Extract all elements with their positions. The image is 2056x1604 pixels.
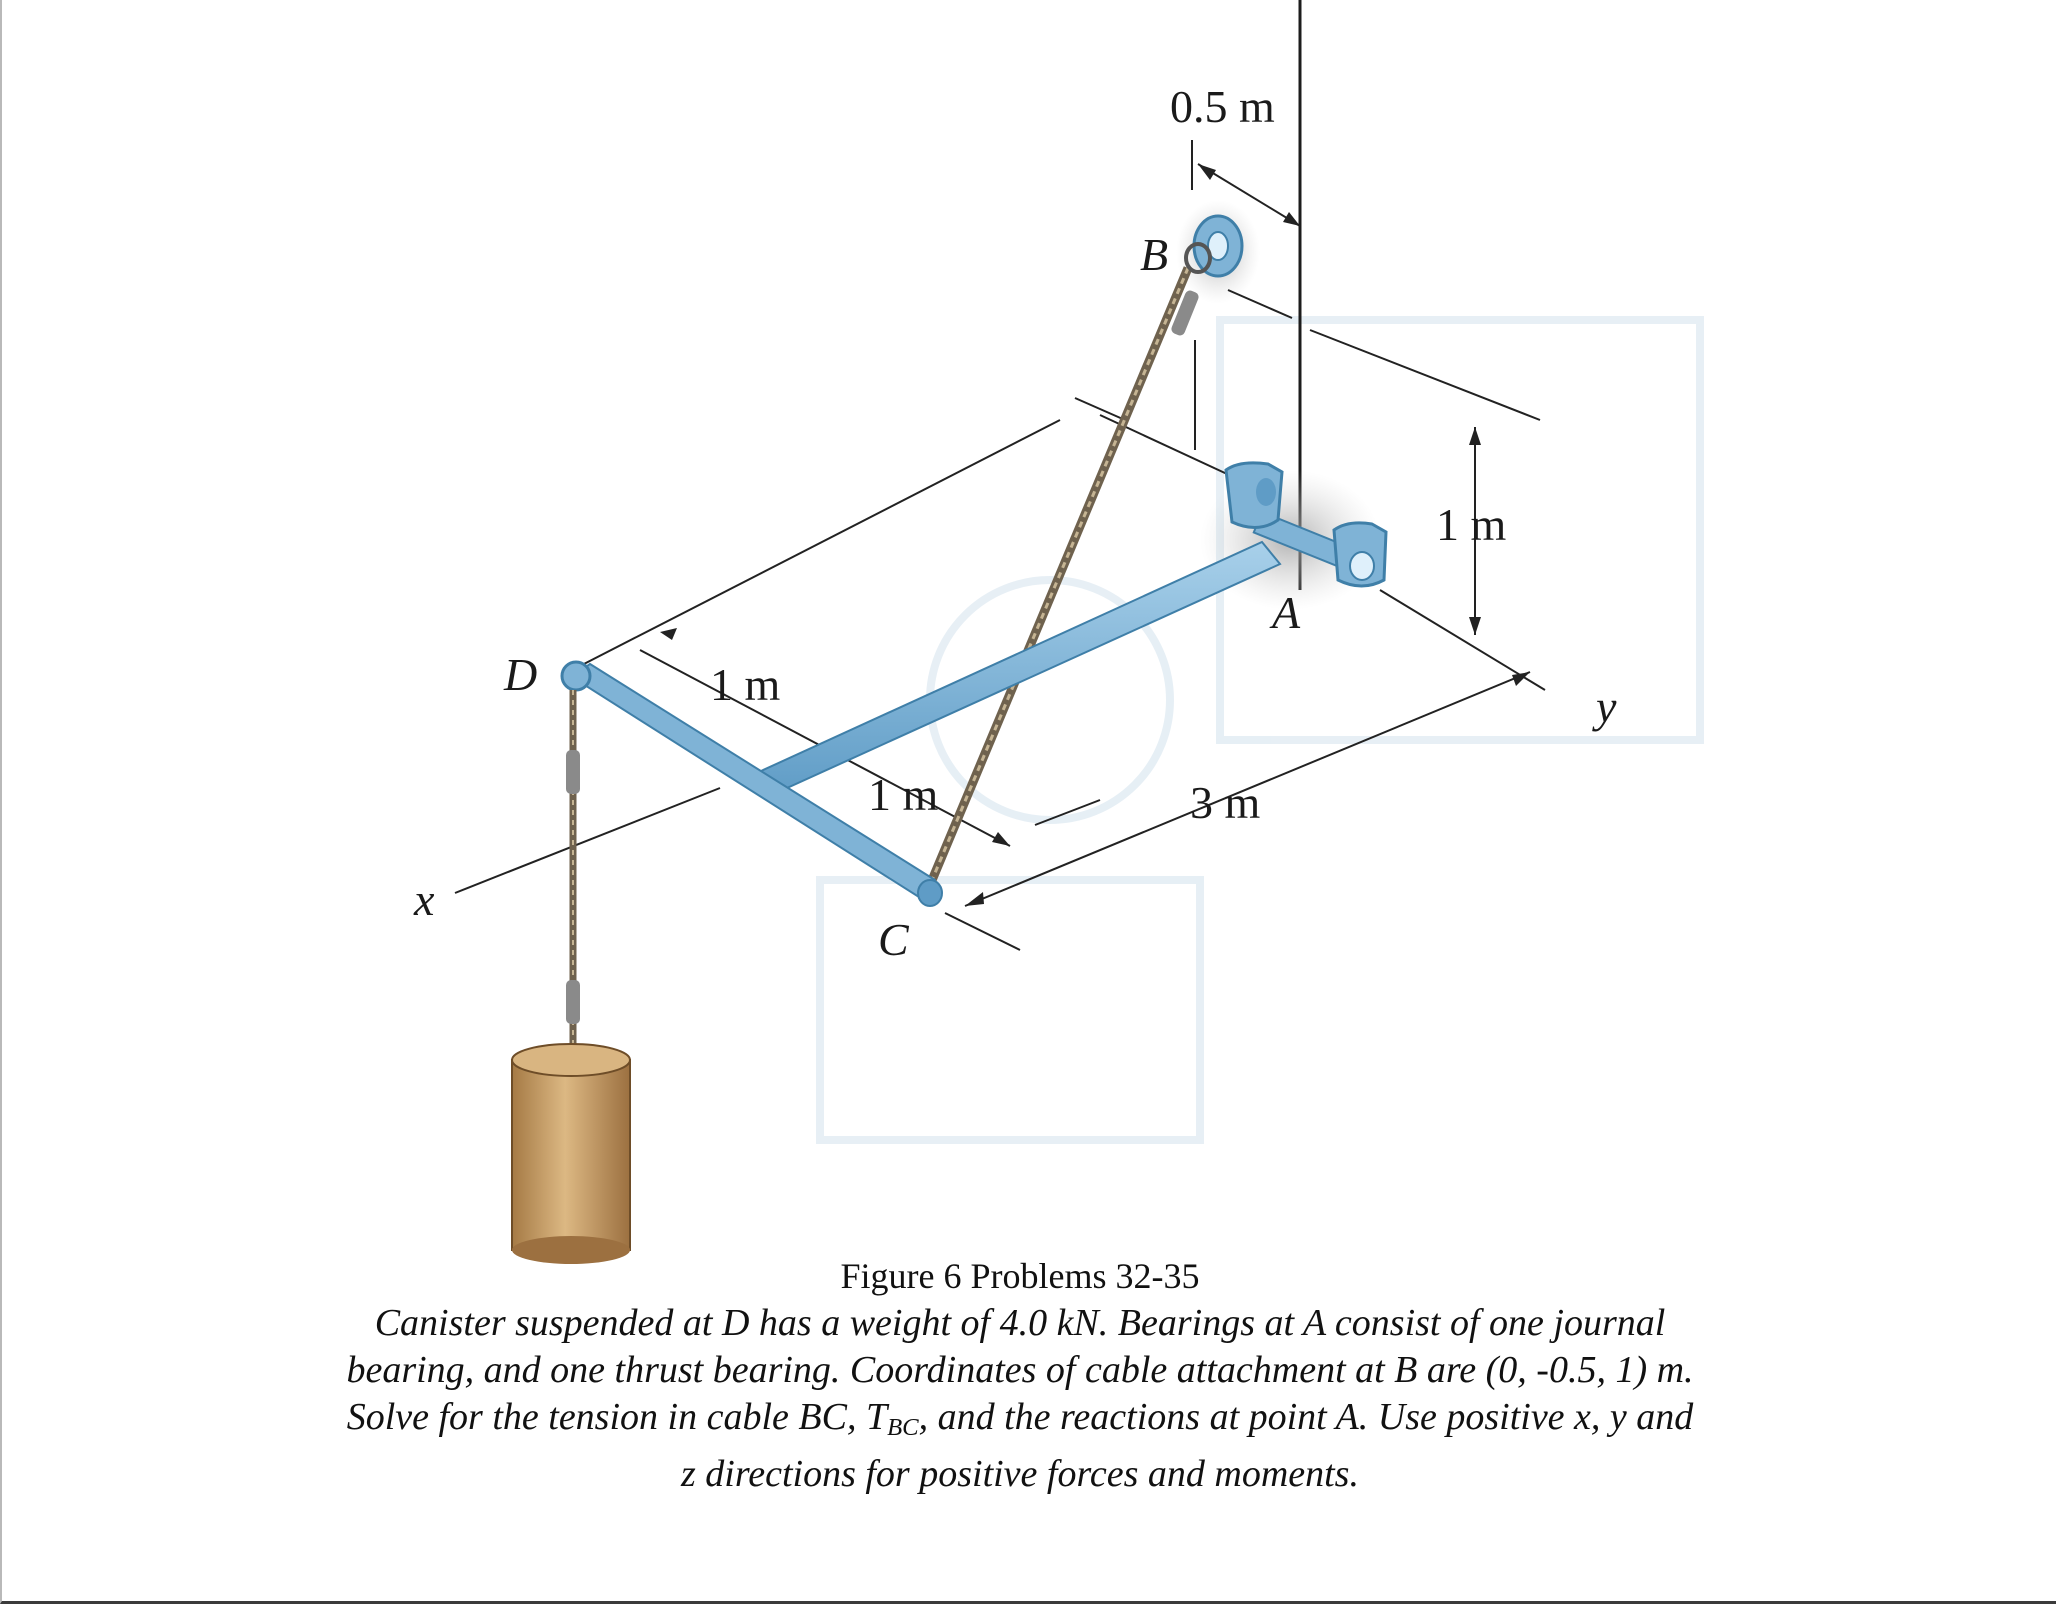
dim-1m-height-label: 1 m (1436, 499, 1507, 550)
point-b-label: B (1140, 229, 1168, 280)
canister (511, 1043, 631, 1264)
caption-line-3-end: , and the reactions at point A. Use posi… (918, 1396, 1694, 1438)
caption-line-3: Solve for the tension in cable BC, TBC, … (240, 1394, 1800, 1451)
cable-bc-twist (928, 267, 1190, 886)
tension-subscript: BC (887, 1414, 919, 1442)
figure-title: Figure 6 Problems 32-35 (840, 1256, 1200, 1296)
caption-line-4: z directions for positive forces and mom… (681, 1453, 1359, 1496)
background-ghost (816, 316, 1704, 1144)
axis-x-label: x (413, 874, 435, 925)
end-c (917, 879, 943, 907)
caption-line-3-start: Solve for the tension in cable BC, T (346, 1396, 888, 1438)
dim-1m-d-label: 1 m (710, 659, 781, 710)
axis-y-label: y (1592, 681, 1617, 732)
cable-bc-fitting (1171, 290, 1199, 336)
caption-line-2: bearing, and one thrust bearing. Coordin… (346, 1349, 1694, 1391)
figure-caption: Canister suspended at D has a weight of … (240, 1300, 1800, 1498)
dim-1m-c-label: 1 m (868, 769, 939, 820)
rod-assembly (570, 510, 1357, 906)
hanger-d (550, 660, 596, 1080)
dim-3m-label: 3 m (1190, 777, 1261, 828)
bearings-a (1224, 461, 1388, 588)
point-a-label: A (1269, 587, 1301, 638)
caption-line-1: Canister suspended at D has a weight of … (374, 1302, 1666, 1344)
dim-0-5m-label: 0.5 m (1170, 81, 1275, 132)
point-c-label: C (878, 914, 910, 965)
point-d-label: D (503, 649, 537, 700)
arrowheads (660, 164, 1530, 906)
dimension-lines (454, 140, 1546, 951)
